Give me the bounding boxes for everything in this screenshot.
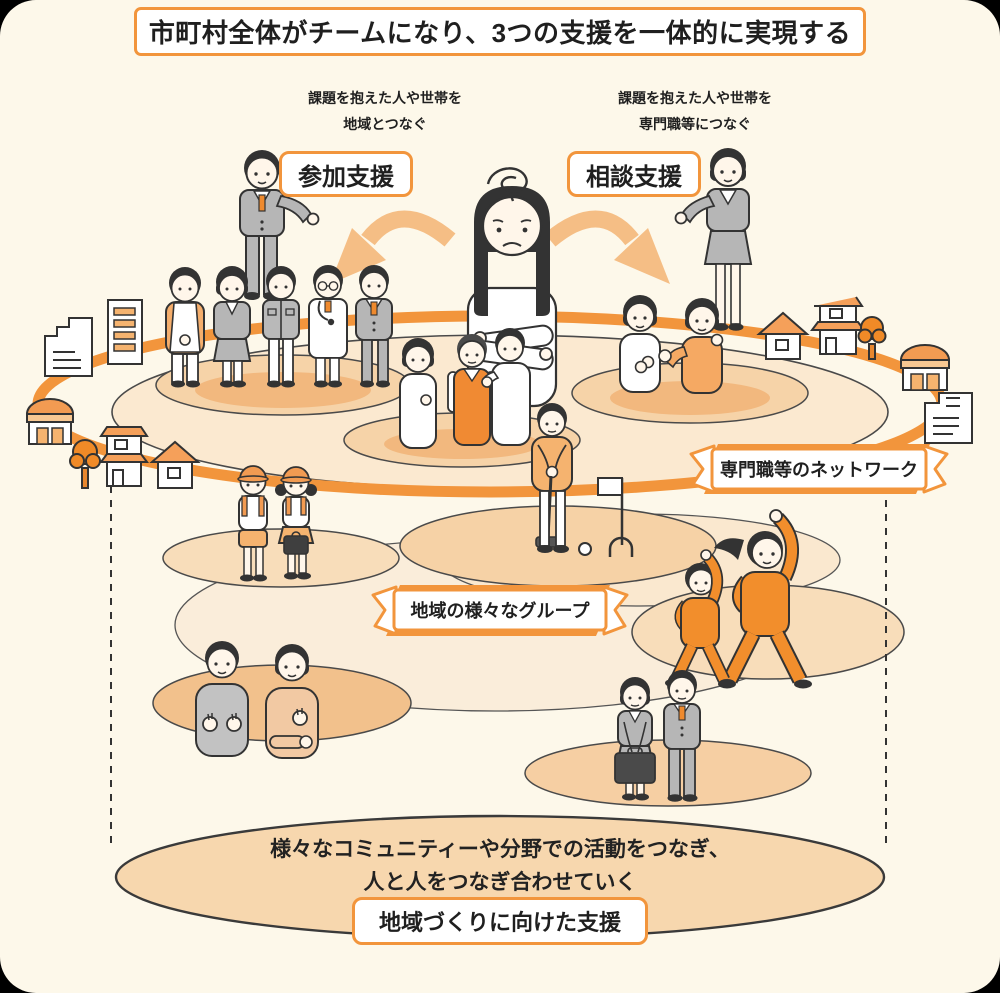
groups-ribbon: 地域の様々なグループ bbox=[370, 583, 630, 637]
family-support-group bbox=[399, 328, 531, 449]
two-story-house-icon bbox=[99, 426, 149, 487]
business-pair-figures bbox=[614, 670, 701, 802]
title-banner: 市町村全体がチームになり、3つの支援を一体的に実現する bbox=[134, 7, 866, 56]
participation-caption-line2: 地域とつなぐ bbox=[343, 115, 427, 132]
confusion-scribble-icon bbox=[486, 167, 528, 202]
curved-arrow-right-icon bbox=[544, 210, 670, 284]
participation-support-label: 参加支援 bbox=[279, 151, 413, 197]
office-building-icon bbox=[107, 299, 143, 365]
groups-ribbon-label: 地域の様々なグループ bbox=[410, 601, 590, 621]
network-ribbon: 専門職等のネットワーク bbox=[688, 443, 950, 495]
house-icon bbox=[756, 311, 810, 360]
consultation-supporter-figure bbox=[674, 148, 753, 331]
community-description: 様々なコミュニティーや分野での活動をつなぎ、 人と人をつなぎ合わせていく bbox=[230, 834, 770, 899]
tree-icon bbox=[69, 439, 101, 489]
consultation-caption-line1: 課題を抱えた人や世帯を bbox=[618, 90, 772, 106]
consultation-caption-line2: 専門職等につなぐ bbox=[639, 115, 751, 132]
participation-caption: 課題を抱えた人や世帯を 地域とつなぐ bbox=[250, 86, 520, 138]
shop-icon bbox=[25, 398, 75, 445]
community-support-label: 地域づくりに向けた支援 bbox=[352, 897, 648, 945]
professionals-group bbox=[165, 265, 393, 388]
groups-ribbon-shape bbox=[371, 585, 629, 636]
community-description-line1: 様々なコミュニティーや分野での活動をつなぎ、 bbox=[270, 838, 730, 861]
talking-neighbors-figures bbox=[619, 295, 724, 394]
gateball-senior-figure bbox=[531, 403, 634, 557]
office-building-icon bbox=[924, 392, 973, 444]
sign-language-pair-figures bbox=[195, 641, 319, 759]
network-ribbon-shape bbox=[689, 444, 949, 494]
participation-caption-line1: 課題を抱えた人や世帯を bbox=[308, 90, 462, 106]
community-description-line2: 人と人をつなぎ合わせていく bbox=[363, 870, 637, 894]
network-ribbon-label: 専門職等のネットワーク bbox=[720, 460, 918, 480]
school-children-figures bbox=[237, 465, 317, 582]
consultation-caption: 課題を抱えた人や世帯を 専門職等につなぐ bbox=[560, 86, 830, 138]
house-icon bbox=[149, 440, 201, 489]
consultation-support-label: 相談支援 bbox=[567, 151, 701, 197]
curved-arrow-left-icon bbox=[330, 210, 456, 284]
office-building-icon bbox=[44, 317, 93, 377]
shop-icon bbox=[899, 344, 951, 391]
two-story-house-icon bbox=[810, 296, 866, 355]
tree-icon bbox=[857, 316, 887, 360]
